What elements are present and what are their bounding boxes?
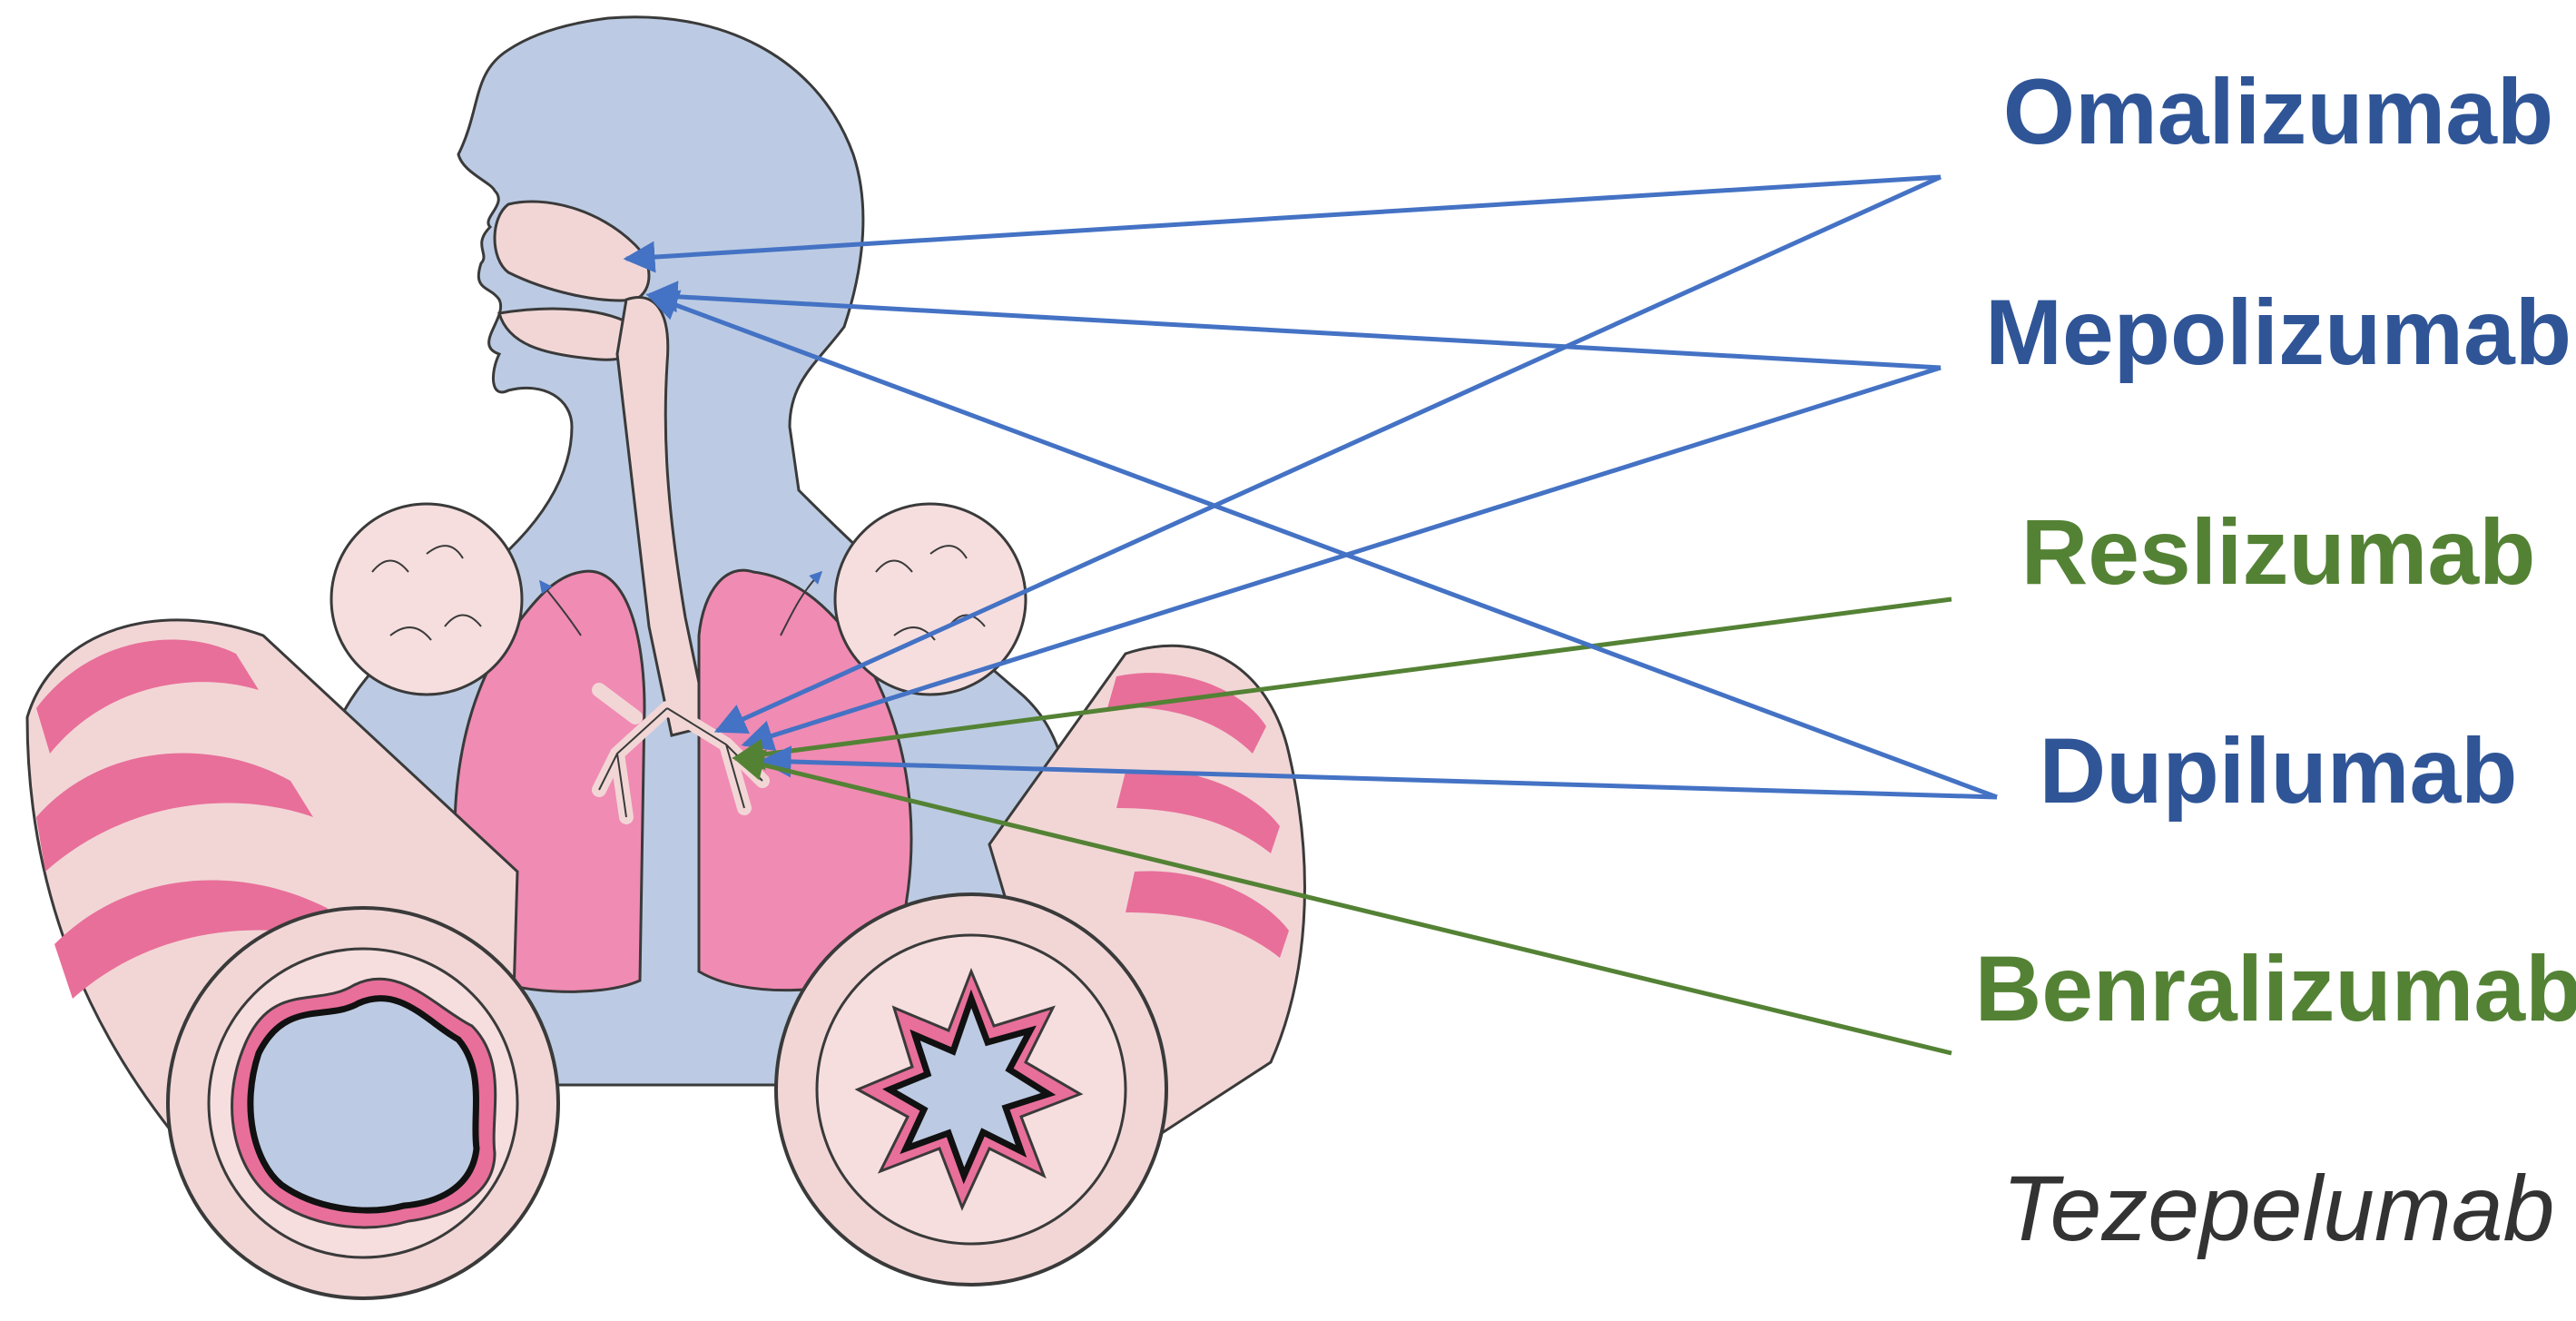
left-alveoli-cluster — [331, 504, 522, 695]
drug-label-dupilumab: Dupilumab — [1961, 725, 2576, 817]
drug-label-tezepelumab: Tezepelumab — [1961, 1162, 2576, 1255]
drug-label-reslizumab: Reslizumab — [1961, 506, 2576, 598]
drug-label-mepolizumab: Mepolizumab — [1961, 286, 2576, 379]
arrow-mepolizumab-upper-airway — [649, 295, 1941, 368]
drug-label-benralizumab: Benralizumab — [1961, 942, 2576, 1035]
arrow-omalizumab-lower-airway — [717, 177, 1941, 731]
drug-label-omalizumab: Omalizumab — [1961, 65, 2576, 158]
